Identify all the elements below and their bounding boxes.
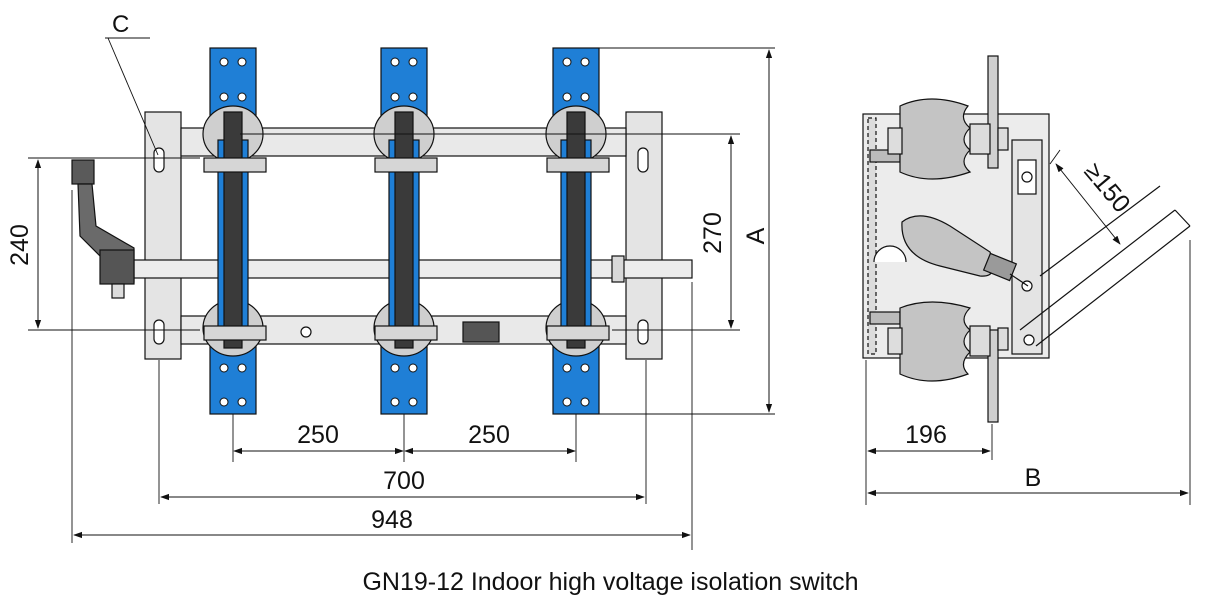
- upper-terminal-bar: [987, 55, 999, 169]
- label-c: C: [112, 11, 129, 38]
- dim-196: 196: [905, 421, 947, 449]
- dim-240: 240: [6, 224, 34, 266]
- dim-700: 700: [383, 467, 425, 495]
- dim-270: 270: [699, 212, 727, 254]
- pole-1: [202, 47, 267, 415]
- front-extension-lines: [28, 37, 775, 550]
- dim-250-right: 250: [468, 421, 510, 449]
- upper-insulator: [869, 98, 1009, 180]
- label-a: A: [742, 227, 770, 244]
- operating-handle: [71, 159, 135, 299]
- pole-2: [373, 47, 438, 415]
- dim-948: 948: [371, 506, 413, 534]
- label-b: B: [1025, 464, 1042, 492]
- middle-insulator: [873, 215, 1029, 287]
- lower-terminal-bar: [987, 329, 999, 423]
- diagram-caption: GN19-12 Indoor high voltage isolation sw…: [362, 568, 859, 596]
- lower-insulator: [869, 301, 1009, 382]
- side-extension-lines: [865, 149, 1191, 505]
- dim-250-left: 250: [297, 421, 339, 449]
- front-dimension-arrows: [34, 49, 773, 539]
- side-view: [862, 55, 1191, 423]
- dim-150: ≥150: [1079, 158, 1136, 218]
- front-view: [71, 47, 693, 415]
- pole-3: [545, 47, 610, 415]
- side-dimension-arrows: [867, 163, 1189, 497]
